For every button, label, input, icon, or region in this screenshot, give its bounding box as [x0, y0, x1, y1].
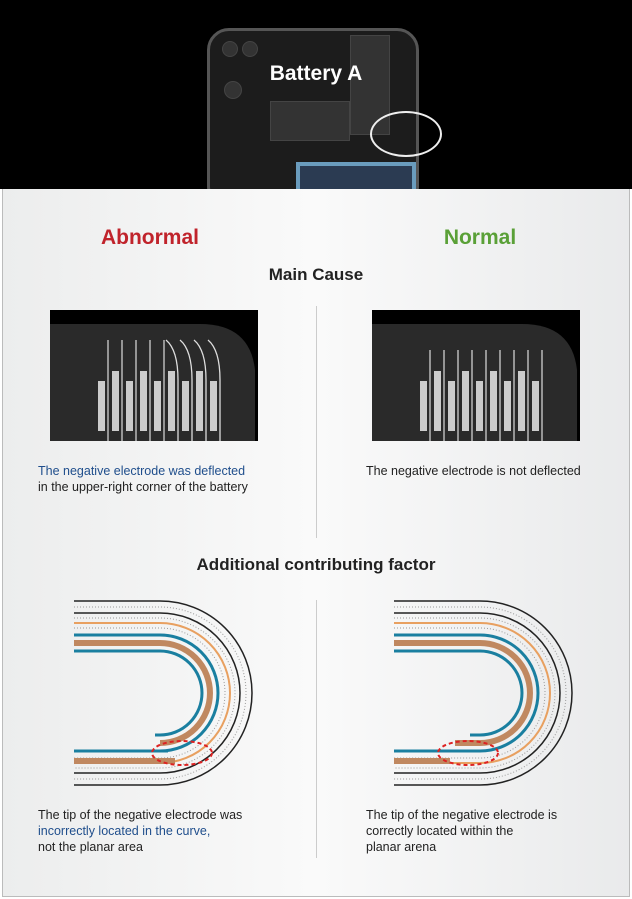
electrode-layer: [394, 606, 567, 780]
electrode-bar: [210, 381, 217, 431]
additional-factor-title: Additional contributing factor: [196, 555, 436, 574]
electrode-layer: [394, 622, 551, 764]
electrode-bar: [462, 371, 469, 431]
electrode-layer: [394, 633, 540, 753]
caption-text: not the planar area: [38, 840, 143, 854]
normal-electrode-xray: [372, 310, 580, 441]
electrode-layer: [394, 627, 546, 759]
electrode-layer: [74, 600, 253, 786]
electrode-bar: [490, 371, 497, 431]
caption-text: The tip of the negative electrode is: [366, 808, 558, 822]
electrode-bar: [434, 371, 441, 431]
tip-highlight-ellipse: [437, 740, 499, 766]
battery-casing: [372, 324, 577, 441]
electrode-line: [179, 339, 193, 441]
electrode-bar: [504, 381, 511, 431]
abnormal-main-caption: The negative electrode was deflected in …: [38, 463, 248, 495]
electrode-bar: [126, 381, 133, 431]
normal-heading: Normal: [443, 226, 517, 249]
battery-casing: [50, 324, 255, 441]
electrode-layer: [74, 649, 204, 737]
caption-highlight: incorrectly located in the curve,: [38, 824, 211, 838]
divider: [316, 600, 317, 858]
caption-text: in the upper-right corner of the battery: [38, 480, 248, 494]
electrode-line: [193, 339, 207, 441]
normal-factor-caption: The tip of the negative electrode is cor…: [366, 807, 557, 855]
highlight-circle: [370, 111, 442, 157]
caption-text: The tip of the negative electrode was: [38, 808, 243, 822]
electrode-bar: [182, 381, 189, 431]
electrode-layer: [74, 612, 241, 774]
abnormal-heading: Abnormal: [100, 226, 199, 249]
electrode-layer: [74, 617, 236, 769]
abnormal-electrode-xray: [50, 310, 258, 441]
caption-text: planar arena: [366, 840, 437, 854]
main-cause-title: Main Cause: [268, 265, 364, 284]
electrode-layer: [394, 649, 524, 737]
caption-text: correctly located within the: [366, 824, 514, 838]
phone-xray-image: [207, 28, 419, 189]
electrode-bar: [532, 381, 539, 431]
electrode-bar: [112, 371, 119, 431]
electrode-bar: [154, 381, 161, 431]
battery-a-banner: Battery A: [0, 0, 632, 189]
electrode-layer: [74, 633, 220, 753]
electrode-bar: [448, 381, 455, 431]
normal-main-caption: The negative electrode is not deflected: [366, 464, 581, 478]
caption-highlight: The negative electrode was deflected: [38, 464, 246, 478]
electrode-bar: [420, 381, 427, 431]
electrode-layer: [394, 640, 533, 746]
abnormal-electrode-diagram: [74, 600, 253, 786]
electrode-layer: [74, 640, 213, 746]
tip-highlight-ellipse: [151, 740, 213, 766]
battery-title: Battery A: [269, 62, 363, 85]
electrode-layer: [74, 622, 231, 764]
electrode-bar: [140, 371, 147, 431]
electrode-bar: [518, 371, 525, 431]
electrode-layer: [394, 617, 556, 769]
electrode-line: [207, 339, 221, 441]
electrode-layer: [394, 600, 573, 786]
electrode-layer: [74, 606, 247, 780]
electrode-bar: [168, 371, 175, 431]
electrode-layer: [394, 612, 561, 774]
electrode-layer: [74, 627, 226, 759]
normal-electrode-diagram: [394, 600, 573, 786]
electrode-line: [165, 339, 179, 441]
electrode-bar: [196, 371, 203, 431]
electrode-bar: [476, 381, 483, 431]
divider: [316, 306, 317, 538]
abnormal-factor-caption: The tip of the negative electrode was in…: [38, 807, 242, 855]
electrode-bar: [98, 381, 105, 431]
battery-a: [296, 162, 416, 189]
